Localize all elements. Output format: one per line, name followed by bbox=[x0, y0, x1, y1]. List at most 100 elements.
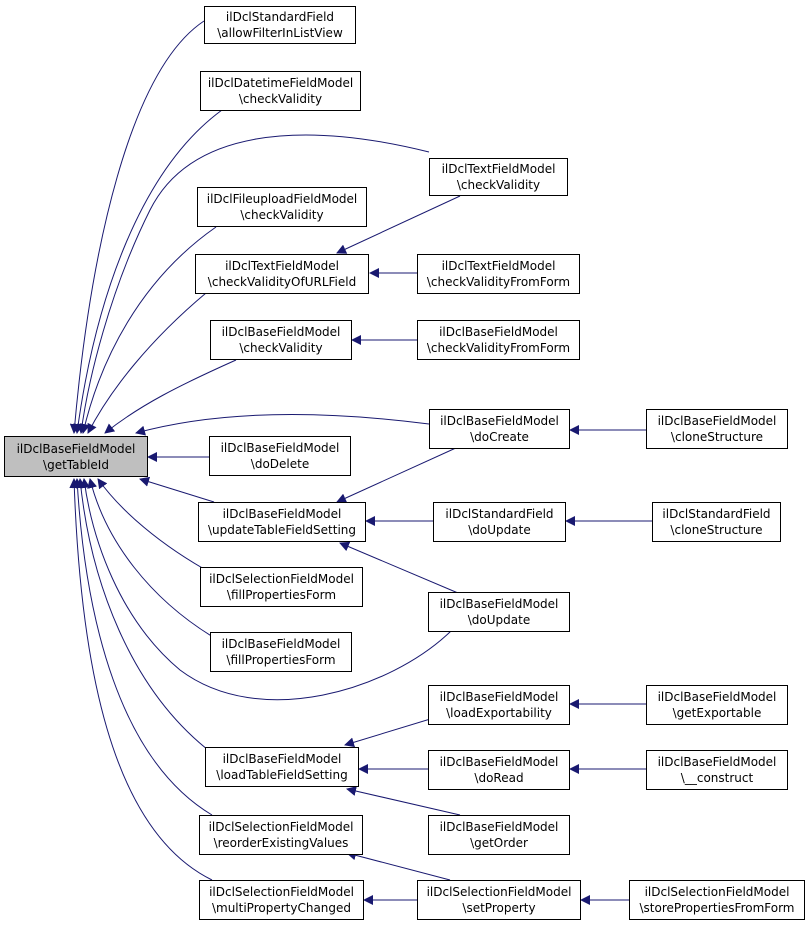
node-selection-setproperty-method: \setProperty bbox=[462, 901, 536, 915]
edge-getorder-to-loadtablefieldsetting bbox=[346, 786, 461, 816]
edge-multipropertychanged-to-gettableid bbox=[69, 478, 213, 881]
node-base-gettableid-class: ilDclBaseFieldModel bbox=[16, 441, 136, 456]
node-selection-multipropertychanged[interactable]: ilDclSelectionFieldModel \multiPropertyC… bbox=[199, 880, 364, 920]
edge-setproperty-to-reorderexistingvalues bbox=[346, 850, 451, 881]
edge-text-checkvalidity-to-urlfield bbox=[336, 195, 461, 254]
node-standard-doupdate-class: ilDclStandardField bbox=[445, 507, 554, 521]
node-base-getexportable[interactable]: ilDclBaseFieldModel \getExportable bbox=[646, 685, 788, 725]
node-base-clonestructure-method: \cloneStructure bbox=[670, 430, 764, 444]
edge-base-fillpropertiesform-to-gettableid bbox=[87, 478, 219, 641]
edge-doupdate-to-gettableid bbox=[80, 478, 452, 701]
node-base-loadexportability[interactable]: ilDclBaseFieldModel \loadExportability bbox=[428, 685, 570, 725]
node-text-checkvalidityfromform-method: \checkValidityFromForm bbox=[426, 275, 571, 289]
node-datetime-checkvalidity-method: \checkValidity bbox=[238, 92, 323, 106]
node-selection-storepropertiesfromform[interactable]: ilDclSelectionFieldModel \storePropertie… bbox=[629, 880, 805, 920]
edge-reorderexistingvalues-to-gettableid bbox=[72, 478, 213, 816]
node-base-doread-method: \doRead bbox=[474, 771, 524, 785]
node-text-checkvalidityfromform[interactable]: ilDclTextFieldModel \checkValidityFromFo… bbox=[417, 254, 580, 294]
edge-allowfilterinlistview-to-gettableid bbox=[69, 20, 205, 434]
edge-loadtablefieldsetting-to-gettableid bbox=[75, 478, 213, 754]
edge-selection-fillpropertiesform-to-gettableid bbox=[97, 478, 214, 575]
node-selection-setproperty-class: ilDclSelectionFieldModel bbox=[426, 885, 572, 899]
node-selection-fillpropertiesform[interactable]: ilDclSelectionFieldModel \fillProperties… bbox=[200, 567, 363, 607]
node-base-dodelete[interactable]: ilDclBaseFieldModel \doDelete bbox=[209, 436, 351, 476]
edge-urlfield-to-gettableid bbox=[87, 292, 207, 434]
node-base-updatetablefieldsetting-method: \updateTableFieldSetting bbox=[207, 523, 357, 537]
node-text-checkvalidityfromform-class: ilDclTextFieldModel bbox=[441, 259, 556, 273]
node-base-docreate[interactable]: ilDclBaseFieldModel \doCreate bbox=[429, 409, 570, 449]
node-standard-clonestructure[interactable]: ilDclStandardField \cloneStructure bbox=[652, 502, 781, 542]
node-selection-storepropertiesfromform-class: ilDclSelectionFieldModel bbox=[644, 885, 790, 899]
node-base-doupdate-class: ilDclBaseFieldModel bbox=[439, 597, 559, 611]
node-selection-reorderexistingvalues[interactable]: ilDclSelectionFieldModel \reorderExistin… bbox=[199, 815, 363, 855]
node-base-loadtablefieldsetting-method: \loadTableFieldSetting bbox=[216, 768, 348, 782]
node-base-fillpropertiesform-method: \fillPropertiesForm bbox=[226, 653, 336, 667]
node-standard-allowfilterinlistview-method: \allowFilterInListView bbox=[217, 26, 343, 40]
edge-fileupload-checkvalidity-to-gettableid bbox=[80, 226, 217, 434]
node-standard-allowfilterinlistview-class: ilDclStandardField bbox=[225, 10, 335, 24]
node-base-gettableid-method: \getTableId bbox=[43, 457, 109, 472]
node-standard-doupdate-method: \doUpdate bbox=[468, 523, 531, 537]
node-base-getorder-class: ilDclBaseFieldModel bbox=[439, 820, 559, 834]
node-selection-fillpropertiesform-class: ilDclSelectionFieldModel bbox=[209, 572, 354, 586]
node-base-getexportable-class: ilDclBaseFieldModel bbox=[657, 690, 777, 704]
node-text-checkvalidity-class: ilDclTextFieldModel bbox=[441, 162, 556, 176]
node-selection-reorderexistingvalues-method: \reorderExistingValues bbox=[213, 836, 349, 850]
node-standard-doupdate[interactable]: ilDclStandardField \doUpdate bbox=[433, 502, 566, 542]
node-standard-clonestructure-class: ilDclStandardField bbox=[662, 507, 771, 521]
node-base-getexportable-method: \getExportable bbox=[672, 706, 762, 720]
node-base-checkvalidityfromform[interactable]: ilDclBaseFieldModel \checkValidityFromFo… bbox=[417, 320, 580, 360]
node-base-doupdate-method: \doUpdate bbox=[467, 613, 531, 627]
node-base-docreate-method: \doCreate bbox=[470, 430, 529, 444]
edge-datetime-checkvalidity-to-gettableid bbox=[73, 109, 223, 434]
node-selection-storepropertiesfromform-method: \storePropertiesFromForm bbox=[639, 901, 795, 915]
node-base-loadexportability-class: ilDclBaseFieldModel bbox=[439, 690, 559, 704]
node-datetime-checkvalidity[interactable]: ilDclDatetimeFieldModel \checkValidity bbox=[200, 71, 361, 111]
node-base-construct-class: ilDclBaseFieldModel bbox=[657, 755, 777, 769]
edge-docreate-to-updatetablefieldsetting bbox=[336, 446, 459, 503]
node-standard-allowfilterinlistview[interactable]: ilDclStandardField \allowFilterInListVie… bbox=[204, 6, 356, 44]
node-base-gettableid[interactable]: ilDclBaseFieldModel \getTableId bbox=[4, 436, 148, 477]
node-text-checkvalidityofurlfield[interactable]: ilDclTextFieldModel \checkValidityOfURLF… bbox=[195, 254, 369, 294]
node-base-loadtablefieldsetting-class: ilDclBaseFieldModel bbox=[222, 752, 342, 766]
node-base-checkvalidityfromform-class: ilDclBaseFieldModel bbox=[439, 325, 558, 339]
node-base-fillpropertiesform[interactable]: ilDclBaseFieldModel \fillPropertiesForm bbox=[210, 632, 352, 672]
node-text-checkvalidity[interactable]: ilDclTextFieldModel \checkValidity bbox=[429, 158, 568, 196]
node-text-checkvalidityofurlfield-class: ilDclTextFieldModel bbox=[225, 259, 339, 273]
node-base-checkvalidity-method: \checkValidity bbox=[239, 341, 323, 355]
node-base-dodelete-class: ilDclBaseFieldModel bbox=[220, 441, 340, 455]
node-base-clonestructure-class: ilDclBaseFieldModel bbox=[657, 414, 777, 428]
node-selection-fillpropertiesform-method: \fillPropertiesForm bbox=[226, 588, 337, 602]
node-base-doread[interactable]: ilDclBaseFieldModel \doRead bbox=[428, 750, 570, 790]
node-base-updatetablefieldsetting[interactable]: ilDclBaseFieldModel \updateTableFieldSet… bbox=[198, 502, 366, 542]
edge-updatetablefieldsetting-to-gettableid bbox=[139, 476, 215, 503]
node-base-clonestructure[interactable]: ilDclBaseFieldModel \cloneStructure bbox=[646, 409, 788, 449]
node-fileupload-checkvalidity-method: \checkValidity bbox=[240, 208, 324, 222]
node-base-getorder[interactable]: ilDclBaseFieldModel \getOrder bbox=[428, 815, 570, 855]
node-base-construct-method: \__construct bbox=[680, 771, 754, 785]
node-base-loadtablefieldsetting[interactable]: ilDclBaseFieldModel \loadTableFieldSetti… bbox=[205, 747, 359, 787]
node-selection-setproperty[interactable]: ilDclSelectionFieldModel \setProperty bbox=[417, 880, 581, 920]
node-selection-reorderexistingvalues-class: ilDclSelectionFieldModel bbox=[208, 820, 354, 834]
node-base-fillpropertiesform-class: ilDclBaseFieldModel bbox=[221, 637, 341, 651]
node-text-checkvalidityofurlfield-method: \checkValidityOfURLField bbox=[207, 275, 357, 289]
node-base-checkvalidityfromform-method: \checkValidityFromForm bbox=[426, 341, 571, 355]
node-base-doupdate[interactable]: ilDclBaseFieldModel \doUpdate bbox=[428, 592, 570, 632]
node-text-checkvalidity-method: \checkValidity bbox=[456, 178, 541, 192]
node-base-checkvalidity[interactable]: ilDclBaseFieldModel \checkValidity bbox=[210, 320, 352, 360]
node-selection-multipropertychanged-class: ilDclSelectionFieldModel bbox=[209, 885, 354, 899]
node-datetime-checkvalidity-class: ilDclDatetimeFieldModel bbox=[207, 76, 354, 90]
node-standard-clonestructure-method: \cloneStructure bbox=[670, 523, 763, 537]
node-base-dodelete-method: \doDelete bbox=[250, 457, 310, 471]
edge-docreate-to-gettableid bbox=[135, 413, 430, 436]
node-fileupload-checkvalidity-class: ilDclFileuploadFieldModel bbox=[206, 192, 358, 206]
edge-base-checkvalidity-to-gettableid bbox=[104, 359, 237, 434]
edge-text-checkvalidity-to-gettableid bbox=[77, 134, 430, 434]
node-base-docreate-class: ilDclBaseFieldModel bbox=[440, 414, 559, 428]
node-fileupload-checkvalidity[interactable]: ilDclFileuploadFieldModel \checkValidity bbox=[197, 187, 367, 227]
node-base-loadexportability-method: \loadExportability bbox=[446, 706, 552, 720]
node-base-getorder-method: \getOrder bbox=[470, 836, 528, 850]
node-base-updatetablefieldsetting-class: ilDclBaseFieldModel bbox=[222, 507, 342, 521]
node-base-construct[interactable]: ilDclBaseFieldModel \__construct bbox=[646, 750, 788, 790]
